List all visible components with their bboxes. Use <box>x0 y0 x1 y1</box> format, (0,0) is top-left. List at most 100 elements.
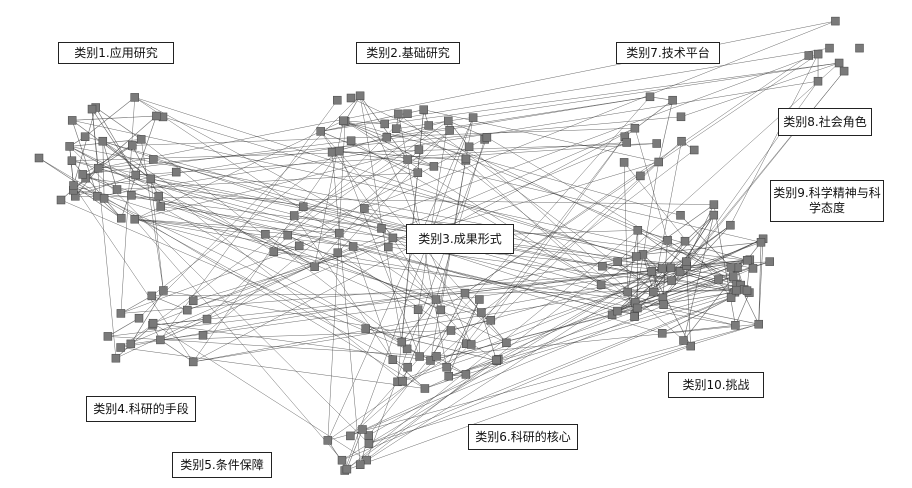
network-edge <box>350 97 734 277</box>
network-edge <box>360 268 663 465</box>
network-node <box>402 344 412 354</box>
network-edge <box>360 261 618 465</box>
network-edge <box>131 195 618 312</box>
network-edge <box>662 224 731 299</box>
network-edge <box>339 150 466 161</box>
network-edge <box>617 62 840 262</box>
network-node <box>444 371 453 381</box>
network-node <box>429 162 439 171</box>
network-node <box>461 370 471 379</box>
category-label-research-means: 类别4.科研的手段 <box>86 396 196 422</box>
network-edge <box>428 125 664 299</box>
network-node <box>69 181 78 190</box>
network-edge <box>658 100 673 163</box>
network-node <box>679 336 688 345</box>
network-node <box>154 191 163 201</box>
network-node <box>56 195 66 205</box>
network-edge <box>465 160 602 285</box>
network-node <box>98 136 108 146</box>
network-node <box>188 357 198 367</box>
network-node <box>67 116 77 125</box>
network-node <box>460 288 470 298</box>
network-node <box>112 185 122 194</box>
network-node <box>492 355 501 365</box>
network-edge <box>160 206 393 239</box>
network-node <box>335 228 344 238</box>
network-node <box>675 267 685 276</box>
network-node <box>289 211 299 220</box>
network-node <box>419 105 428 114</box>
network-node <box>649 287 658 297</box>
network-node <box>732 285 741 295</box>
network-edge <box>679 70 845 272</box>
network-edge <box>73 107 97 186</box>
network-node <box>468 113 478 122</box>
network-edge <box>346 230 639 470</box>
network-node <box>677 136 686 146</box>
network-edge <box>680 215 732 268</box>
network-node <box>156 335 165 345</box>
network-edge <box>635 261 770 303</box>
network-node <box>652 139 661 148</box>
network-node <box>364 439 374 448</box>
network-node <box>630 312 639 321</box>
network-edge <box>73 185 122 219</box>
network-node <box>128 141 137 150</box>
network-edge <box>368 290 748 444</box>
network-edge <box>481 149 695 313</box>
network-node <box>631 252 641 261</box>
category-label-result-forms: 类别3.成果形式 <box>406 224 514 254</box>
network-edge <box>107 267 671 337</box>
network-edge <box>642 254 672 281</box>
network-edge <box>327 117 474 441</box>
network-edge <box>134 219 343 461</box>
network-node <box>188 296 198 306</box>
category-label-basic-research: 类别2.基础研究 <box>356 42 460 64</box>
network-node <box>146 174 156 184</box>
network-node <box>855 43 864 53</box>
network-edge <box>107 317 140 337</box>
network-edge <box>134 97 394 239</box>
network-edge <box>102 141 274 253</box>
network-edge <box>341 297 732 461</box>
network-edge <box>466 136 625 344</box>
network-node <box>623 287 632 297</box>
network-edge <box>730 54 819 226</box>
network-edge <box>401 320 491 343</box>
network-edge <box>683 215 715 341</box>
network-edge <box>71 120 151 180</box>
network-edge <box>435 139 485 300</box>
network-edge <box>69 146 74 186</box>
network-node <box>327 147 337 157</box>
network-edge <box>350 140 602 285</box>
network-edge <box>684 214 714 242</box>
network-node <box>384 242 393 252</box>
network-edge <box>398 113 636 303</box>
network-node <box>432 352 441 361</box>
network-node <box>334 146 344 156</box>
network-edge <box>91 109 117 359</box>
network-edge <box>160 206 431 361</box>
network-edge <box>192 150 340 362</box>
network-node <box>477 308 486 317</box>
network-node <box>444 116 453 126</box>
network-edge <box>75 174 136 197</box>
network-edge <box>662 324 736 334</box>
network-edge <box>364 20 836 209</box>
network-edge <box>120 295 152 314</box>
network-node <box>403 362 412 372</box>
network-edge <box>680 62 840 118</box>
network-edge <box>314 120 344 267</box>
network-edge <box>468 146 684 341</box>
network-edge <box>617 241 686 312</box>
network-node <box>117 213 126 223</box>
network-node <box>355 91 365 101</box>
network-edge <box>134 218 354 247</box>
network-node <box>756 238 766 247</box>
network-node <box>636 171 645 181</box>
network-node <box>78 170 87 179</box>
network-edge <box>71 120 98 197</box>
network-node <box>446 326 456 335</box>
network-edge <box>359 95 472 345</box>
